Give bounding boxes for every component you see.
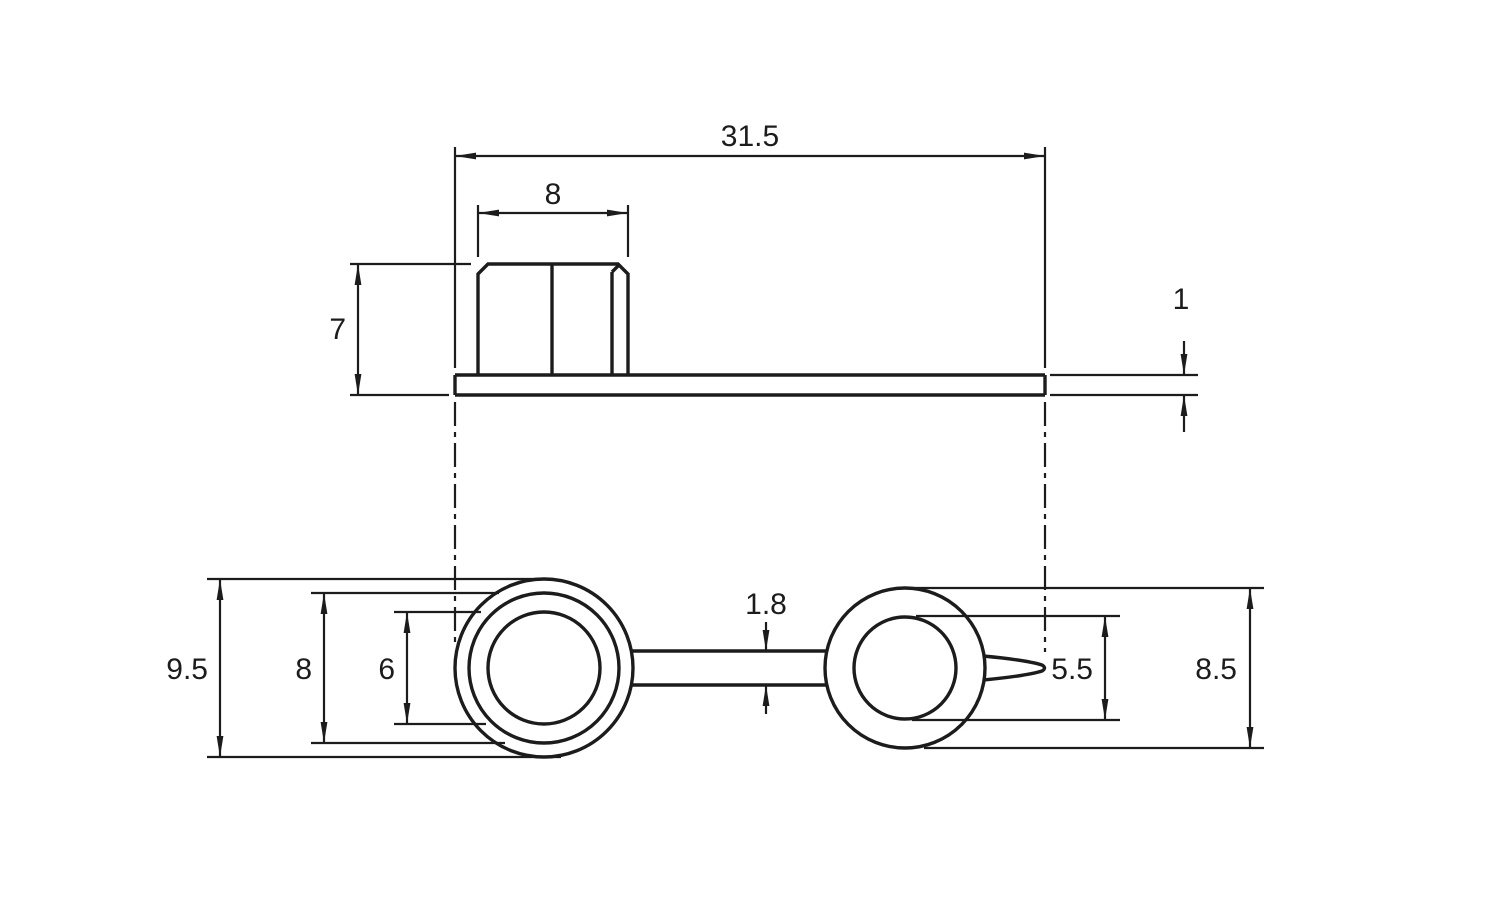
right-inner-circle (852, 615, 958, 721)
left-outer-circle (453, 577, 635, 759)
side-view: 31.5 8 7 1 (329, 120, 1198, 432)
left-inner-circle (486, 610, 602, 726)
plan-view: 9.5 8 6 1.8 5.5 8.5 (166, 577, 1264, 759)
dim-label-overall-length: 31.5 (721, 120, 779, 153)
dim-label-cap-width: 8 (545, 178, 562, 211)
dim-label-right-outer-diameter: 8.5 (1195, 653, 1237, 686)
dim-label-cap-height: 7 (329, 313, 346, 346)
center-lines (453, 402, 1047, 652)
pull-tab (982, 654, 1047, 682)
left-middle-circle (467, 591, 621, 745)
dim-label-left-inner-diameter: 6 (378, 653, 395, 686)
dim-label-strap-width: 1.8 (745, 588, 787, 621)
right-outer-circle (823, 586, 987, 750)
dim-label-left-outer-diameter: 9.5 (166, 653, 208, 686)
cap-inner-chamfer (610, 262, 622, 274)
dim-label-right-inner-diameter: 5.5 (1051, 653, 1093, 686)
dim-label-plate-thickness: 1 (1173, 283, 1190, 316)
dim-label-left-middle-diameter: 8 (295, 653, 312, 686)
